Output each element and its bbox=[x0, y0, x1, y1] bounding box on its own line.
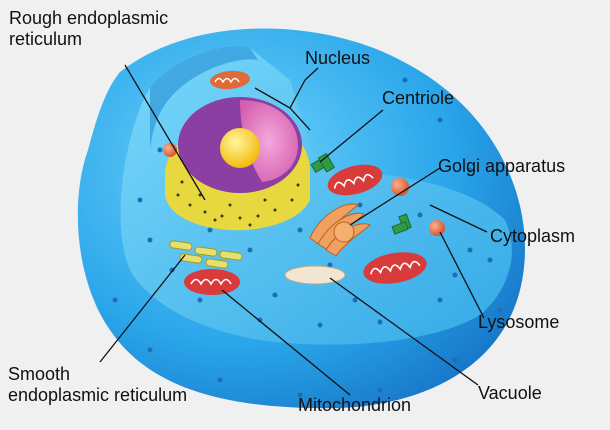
mitochondrion-1 bbox=[327, 164, 383, 196]
label-centriole: Centriole bbox=[382, 88, 455, 108]
label-rough-er-line-1: Rough endoplasmic bbox=[9, 8, 169, 28]
label-smooth-er: Smooth endoplasmic reticulum bbox=[8, 364, 187, 406]
mitochondrion-4 bbox=[210, 70, 250, 90]
vacuole bbox=[284, 265, 346, 285]
label-rough-er: Rough endoplasmic reticulum bbox=[9, 8, 168, 50]
label-vacuole: Vacuole bbox=[478, 383, 542, 403]
nucleolus bbox=[220, 128, 260, 168]
label-nucleus: Nucleus bbox=[305, 48, 371, 68]
lysosome-1 bbox=[391, 178, 409, 196]
label-rough-er-line-2: reticulum bbox=[9, 29, 83, 49]
label-smooth-er-line-2: endoplasmic reticulum bbox=[8, 385, 188, 405]
label-mitochondrion: Mitochondrion bbox=[298, 395, 412, 415]
cell-inner-wall bbox=[150, 46, 258, 150]
mitochondrion-3 bbox=[184, 269, 240, 295]
rough-er-ribosomes bbox=[176, 180, 300, 227]
golgi-apparatus bbox=[309, 203, 371, 257]
leader-lines bbox=[99, 64, 488, 396]
cytoplasm-dots bbox=[112, 77, 503, 398]
label-golgi: Golgi apparatus bbox=[438, 156, 566, 176]
label-smooth-er-line-1: Smooth bbox=[8, 364, 71, 384]
lysosome-2 bbox=[429, 220, 445, 236]
nucleus bbox=[165, 97, 310, 231]
mitochondrion-2 bbox=[363, 252, 427, 284]
centriole bbox=[310, 152, 412, 235]
smooth-er bbox=[169, 240, 243, 269]
label-lysosome: Lysosome bbox=[478, 312, 560, 332]
label-cytoplasm: Cytoplasm bbox=[490, 226, 576, 246]
